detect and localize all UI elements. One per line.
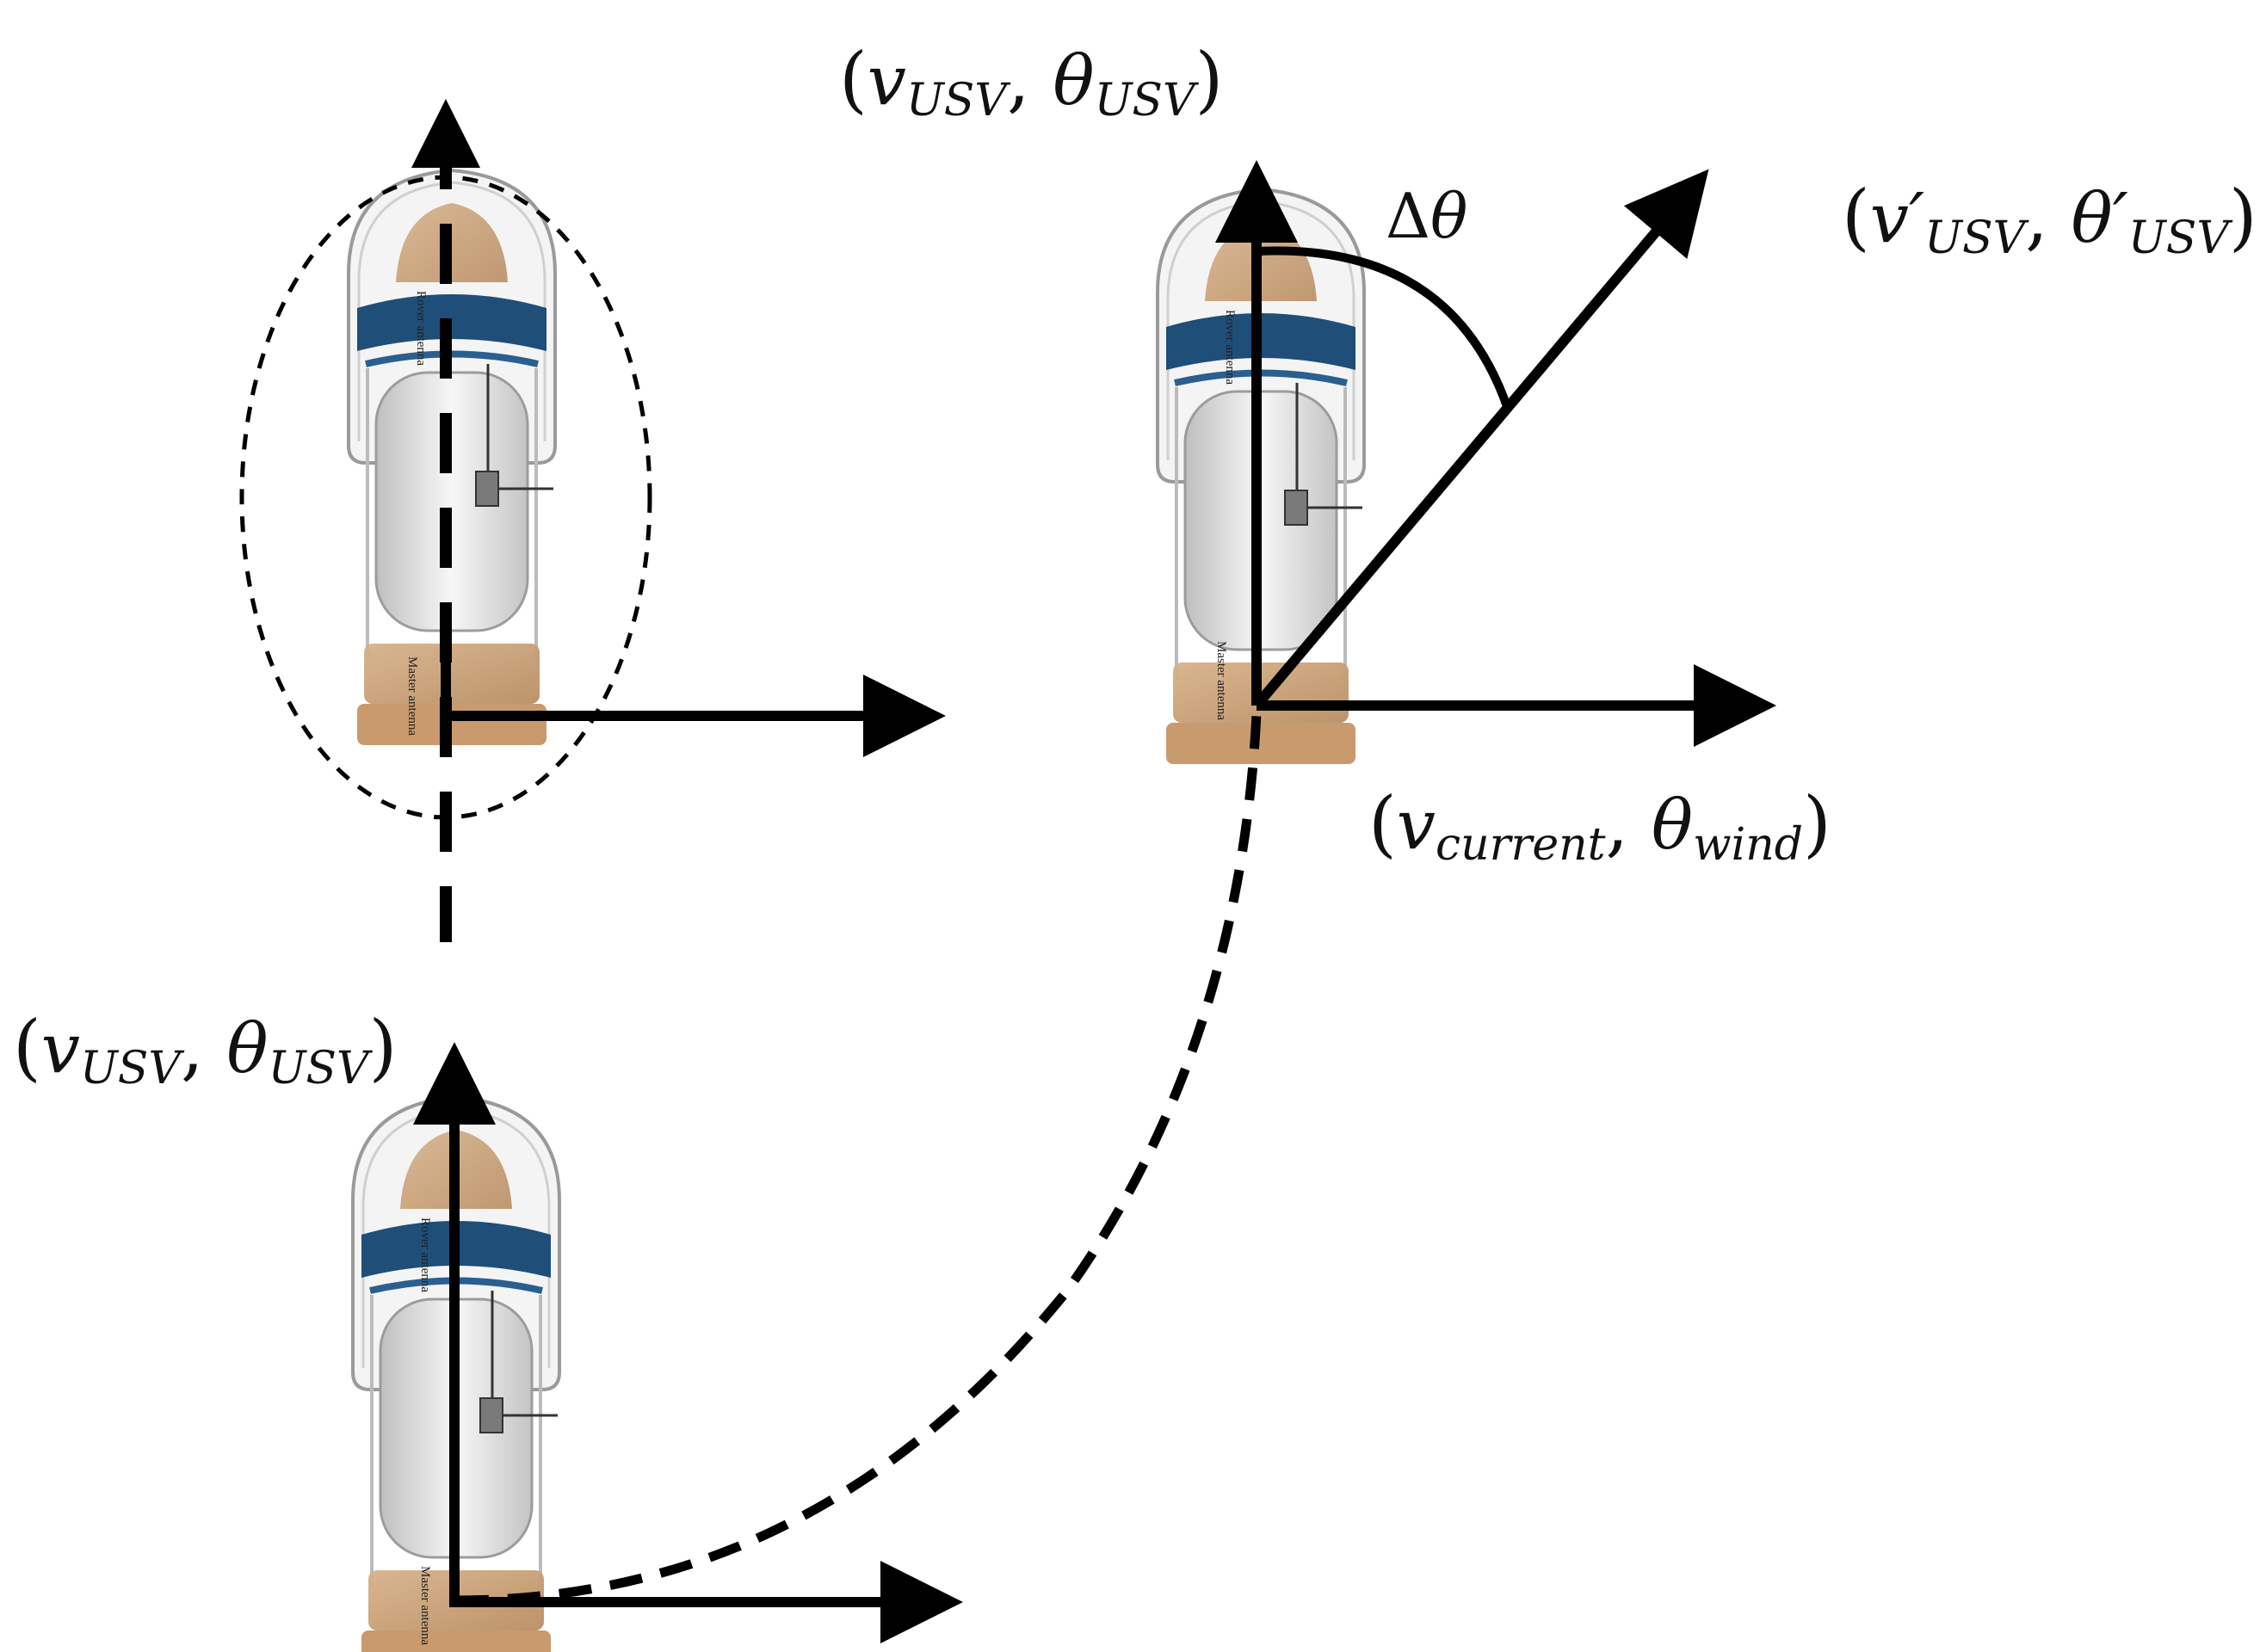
label-top-usv-state: (vUSV, θUSV) [839,37,1224,126]
boat-right: Rover antenna Master antenna [1158,189,1364,764]
label-bottom-usv-state: (vUSV, θUSV) [13,1005,398,1094]
boat-top-left: Rover antenna Master antenna [349,170,555,745]
rover-antenna-label: Rover antenna [414,291,428,366]
boat-bottom-left: Rover antenna Master antenna [353,1097,559,1652]
master-antenna-label: Master antenna [1214,641,1228,720]
label-disturbance-state: (vcurrent, θwind) [1368,781,1831,871]
rover-antenna-label: Rover antenna [1223,310,1237,385]
rover-antenna-label: Rover antenna [418,1217,432,1292]
delta-theta-arc [1257,246,1512,410]
drift-trajectory [455,713,1262,1606]
master-antenna-label: Master antenna [405,656,419,736]
master-antenna-label: Master antenna [418,1566,432,1645]
label-delta-theta: Δθ [1386,180,1468,252]
label-right-usv-state: (v′USV, θ′USV) [1842,175,2257,264]
resultant-heading-arrow [1252,169,1709,709]
